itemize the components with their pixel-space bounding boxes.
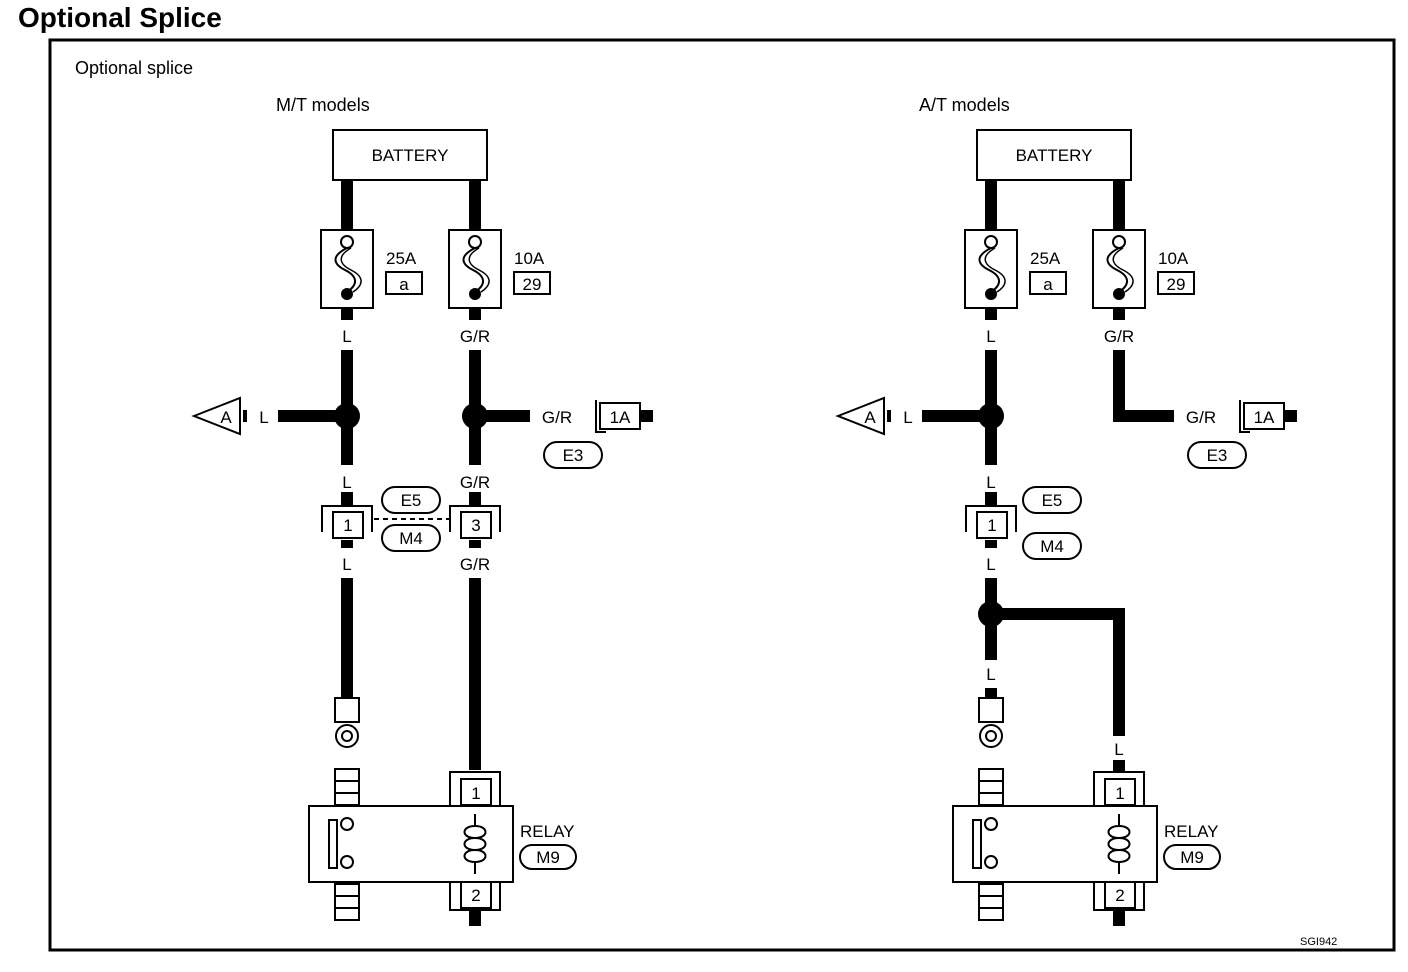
diagram-frame <box>48 38 1396 952</box>
fuse-25a-icon <box>964 229 1018 309</box>
relay-label: RELAY <box>1164 822 1219 841</box>
pin-label: 1 <box>471 784 480 803</box>
relay-pin <box>1104 778 1136 806</box>
wire-label: G/R <box>460 327 490 346</box>
connector-oval-e3 <box>543 441 603 469</box>
pin-label: 1 <box>987 516 996 535</box>
relay-label: RELAY <box>520 822 575 841</box>
splice-point <box>978 403 1004 429</box>
fuse-left-id-box <box>385 271 423 295</box>
wire-label: G/R <box>460 473 490 492</box>
pin-label: 2 <box>1115 886 1124 905</box>
relay-id-oval <box>519 844 577 870</box>
at-models-diagram: A/T models BATTERY 25A a 10A 29 L <box>835 95 1297 926</box>
arrow-label: A <box>220 408 232 427</box>
connector-oval-label: E3 <box>563 446 584 465</box>
pin-label: 3 <box>471 516 480 535</box>
mt-models-diagram: M/T models BATTERY 25A a 10A 29 <box>191 95 653 926</box>
connector-pin <box>976 511 1008 539</box>
fuse-left-id: a <box>1043 275 1053 294</box>
relay-contact-terminals <box>978 768 1004 921</box>
page-title: Optional Splice <box>18 2 222 33</box>
connector-oval-m4 <box>381 524 441 552</box>
splice-point <box>978 601 1004 627</box>
connector-oval-label: M4 <box>1040 537 1064 556</box>
fuse-left-id-box <box>1029 271 1067 295</box>
wire-label: G/R <box>1186 408 1216 427</box>
relay-pin <box>460 881 492 909</box>
connector-oval-e3 <box>1187 441 1247 469</box>
fuse-left-amps: 25A <box>1030 249 1061 268</box>
connector-arrow-icon <box>835 396 885 436</box>
wire-label: L <box>986 555 995 574</box>
model-title-at: A/T models <box>919 95 1010 115</box>
fuse-right-id: 29 <box>523 275 542 294</box>
relay-pin <box>1104 881 1136 909</box>
connector-pin <box>460 511 492 539</box>
wire-label: G/R <box>1104 327 1134 346</box>
pin-label: 1 <box>1115 784 1124 803</box>
fuse-right-amps: 10A <box>1158 249 1189 268</box>
relay-id: M9 <box>536 848 560 867</box>
ground-terminal <box>978 697 1004 723</box>
box-label: Optional splice <box>75 58 193 78</box>
ground-terminal <box>334 697 360 723</box>
fuse-right-id-box <box>1157 271 1195 295</box>
wire-label: L <box>342 473 351 492</box>
relay-id-oval <box>1163 844 1221 870</box>
connector-oval-label: M4 <box>399 529 423 548</box>
wire-label: L <box>986 327 995 346</box>
connector-oval-label: E3 <box>1207 446 1228 465</box>
wire-label: L <box>342 555 351 574</box>
battery-box <box>332 129 488 181</box>
connector-label: 1A <box>1254 408 1275 427</box>
connector-arrow-icon <box>191 396 241 436</box>
battery-label: BATTERY <box>372 146 449 165</box>
connector-oval-e5 <box>381 486 441 514</box>
battery-box <box>976 129 1132 181</box>
model-title-mt: M/T models <box>276 95 370 115</box>
fuse-10a-icon <box>1092 229 1146 309</box>
pin-label: 2 <box>471 886 480 905</box>
wire-label: L <box>1114 740 1123 759</box>
battery-label: BATTERY <box>1016 146 1093 165</box>
wire-label: G/R <box>542 408 572 427</box>
connector-oval-label: E5 <box>401 491 422 510</box>
connector-oval-e5 <box>1022 486 1082 514</box>
wire-label: L <box>259 408 268 427</box>
arrow-label: A <box>864 408 876 427</box>
wire-label: G/R <box>460 555 490 574</box>
relay-icon <box>952 805 1158 883</box>
connector-oval-m4 <box>1022 532 1082 560</box>
wire-label: L <box>986 665 995 684</box>
relay-icon <box>308 805 514 883</box>
fuse-left-id: a <box>399 275 409 294</box>
fuse-right-id-box <box>513 271 551 295</box>
fuse-right-amps: 10A <box>514 249 545 268</box>
connector-label: 1A <box>610 408 631 427</box>
splice-point <box>462 403 488 429</box>
fuse-right-id: 29 <box>1167 275 1186 294</box>
splice-point <box>334 403 360 429</box>
wire-label: L <box>903 408 912 427</box>
connector-pin <box>332 511 364 539</box>
relay-contact-terminals <box>334 768 360 921</box>
wire-label: L <box>342 327 351 346</box>
fuse-25a-icon <box>320 229 374 309</box>
fuse-left-amps: 25A <box>386 249 417 268</box>
connector-oval-label: E5 <box>1042 491 1063 510</box>
relay-id: M9 <box>1180 848 1204 867</box>
wire-label: L <box>986 473 995 492</box>
connector-1a <box>599 402 641 430</box>
pin-label: 1 <box>343 516 352 535</box>
figure-id: SGI942 <box>1300 936 1337 948</box>
fuse-10a-icon <box>448 229 502 309</box>
connector-1a <box>1243 402 1285 430</box>
relay-pin <box>460 778 492 806</box>
